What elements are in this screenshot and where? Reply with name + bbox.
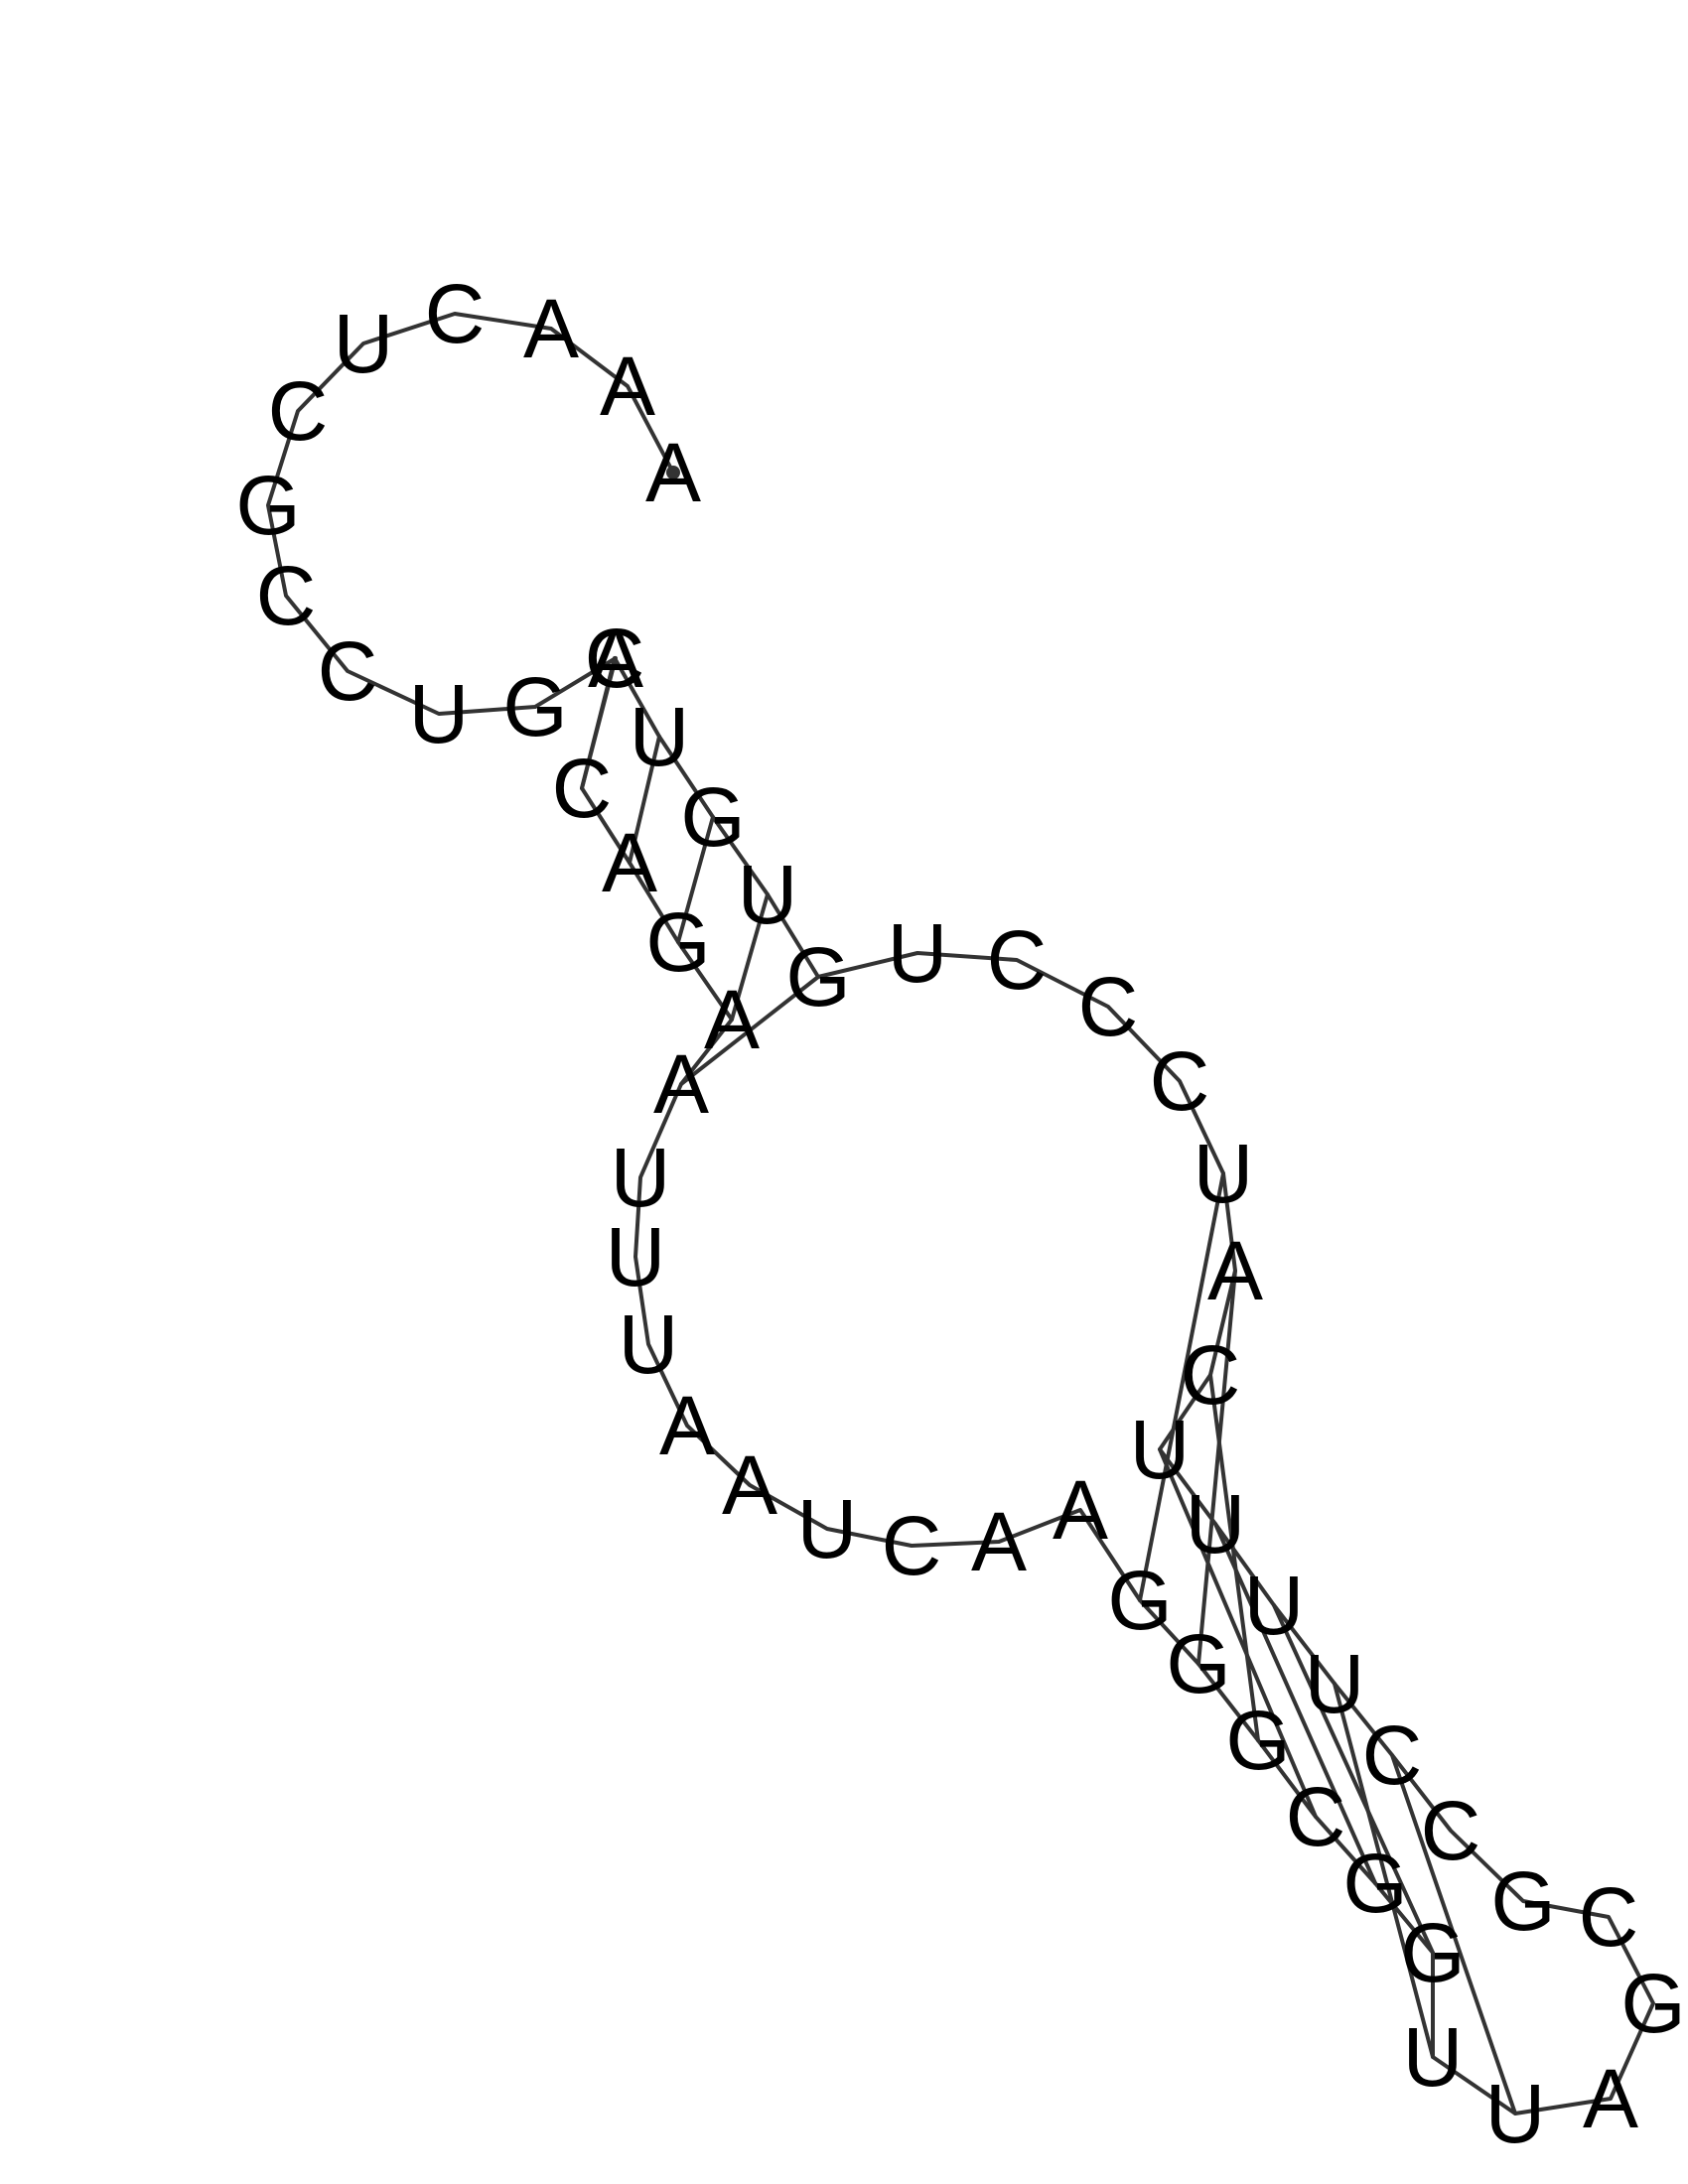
nucleotide-12: A <box>588 612 643 705</box>
nucleotide-5: U <box>334 297 394 390</box>
nucleotide-1: A <box>645 426 701 519</box>
base-pair-bond <box>1138 1171 1225 1602</box>
nucleotide-47: U <box>1194 1127 1254 1220</box>
nucleotide-15: G <box>645 895 710 989</box>
nucleotide-35: A <box>1583 2052 1638 2145</box>
nucleotide-55: U <box>630 690 690 783</box>
nucleotide-37: C <box>1579 1870 1639 1964</box>
nucleotide-17: A <box>653 1037 709 1131</box>
nucleotide-54: G <box>680 770 745 864</box>
base-pair-bond <box>679 975 820 1086</box>
backbone <box>266 312 1655 2116</box>
nucleotide-31: G <box>1342 1837 1407 1930</box>
nucleotide-49: C <box>1078 960 1139 1053</box>
nucleotide-3: A <box>523 282 579 375</box>
nucleotide-24: C <box>882 1499 942 1592</box>
base-pair-bond <box>1208 1373 1260 1742</box>
base-pair-bond <box>730 892 770 1022</box>
nucleotide-41: U <box>1305 1637 1365 1730</box>
nucleotide-34: U <box>1485 2067 1546 2160</box>
nucleotide-8: C <box>256 549 317 642</box>
nucleotide-23: U <box>797 1482 858 1575</box>
nucleotide-21: A <box>659 1379 715 1472</box>
nucleotide-10: U <box>409 667 470 760</box>
nucleotide-38: G <box>1490 1854 1555 1948</box>
nucleotide-45: C <box>1181 1328 1241 1422</box>
nucleotide-52: G <box>785 930 850 1024</box>
nucleotide-27: G <box>1107 1554 1172 1647</box>
nucleotide-28: G <box>1166 1617 1230 1710</box>
nucleotide-7: G <box>235 459 300 552</box>
base-pair-bond <box>1333 1682 1435 2059</box>
nucleotide-29: G <box>1225 1694 1290 1787</box>
base-pair-bond <box>1272 1603 1435 1955</box>
nucleotide-51: U <box>888 906 948 1000</box>
nucleotide-9: C <box>318 624 378 718</box>
nucleotide-43: U <box>1186 1477 1246 1570</box>
nucleotide-16: A <box>704 973 760 1066</box>
nucleotide-30: C <box>1286 1770 1346 1863</box>
nucleotide-40: C <box>1362 1708 1423 1802</box>
nucleotide-53: U <box>738 848 798 941</box>
base-pair-bond <box>1158 1447 1318 1819</box>
nucleotide-46: A <box>1207 1224 1263 1317</box>
backbone-line <box>266 312 1655 2116</box>
nucleotide-26: A <box>1053 1463 1108 1557</box>
nucleotide-20: U <box>619 1297 679 1391</box>
nucleotide-11: G <box>502 660 567 753</box>
nucleotide-32: G <box>1400 1906 1465 1999</box>
nucleotide-25: A <box>971 1495 1027 1588</box>
base-pair-bonds <box>580 656 1517 2116</box>
base-pair-bond <box>1196 1269 1237 1666</box>
nucleotide-48: C <box>1150 1034 1210 1128</box>
base-pair-bond <box>628 735 661 865</box>
nucleotide-36: G <box>1620 1957 1685 2050</box>
nucleotide-56: C <box>585 612 645 705</box>
nucleotide-42: U <box>1244 1559 1305 1652</box>
nucleotide-4: C <box>425 267 486 360</box>
nucleotide-13: C <box>552 742 613 835</box>
nucleotide-19: U <box>606 1210 666 1303</box>
nucleotide-2: A <box>600 340 655 433</box>
base-pair-bond <box>1213 1522 1377 1885</box>
nucleotide-6: C <box>268 364 329 458</box>
nucleotide-33: U <box>1403 2010 1464 2104</box>
nucleotide-50: C <box>987 913 1048 1007</box>
nucleotide-18: U <box>611 1131 671 1224</box>
nucleotide-22: A <box>722 1438 777 1532</box>
nucleotide-14: A <box>602 816 657 909</box>
nucleotide-44: U <box>1130 1403 1191 1496</box>
base-pair-bond <box>676 815 715 944</box>
nucleotide-39: C <box>1421 1784 1481 1877</box>
five-prime-start-marker <box>666 466 680 479</box>
base-pair-bond <box>1390 1753 1517 2116</box>
